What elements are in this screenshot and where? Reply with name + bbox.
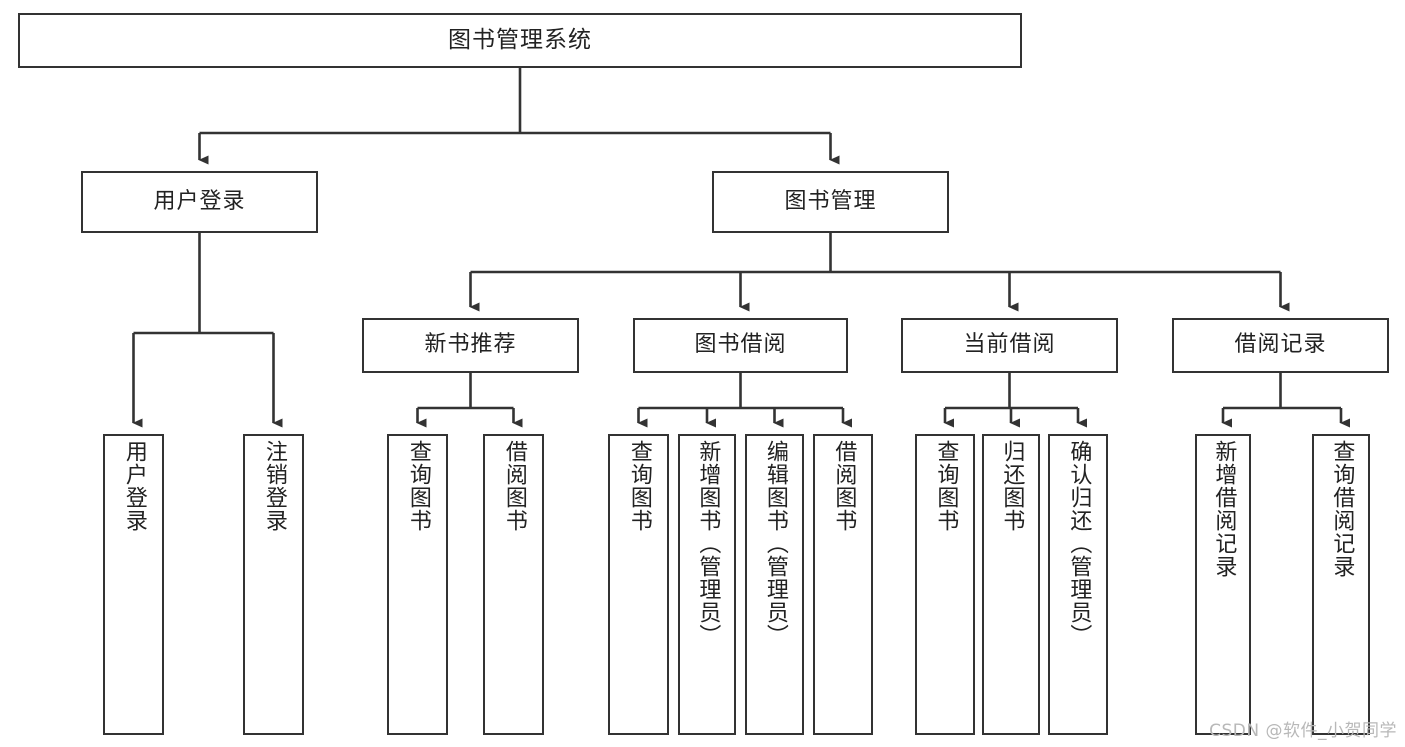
node-label: 用户登录 [153,188,246,214]
node-leaf-cur-3[interactable]: 确认归还（管理员） [1048,434,1108,735]
node-label: 查询图书 [933,440,959,532]
node-label: 查询图书 [626,440,652,532]
node-leaf-new-2[interactable]: 借阅图书 [483,434,544,735]
node-label: 图书管理系统 [448,26,592,53]
node-bookmgmt[interactable]: 图书管理 [712,171,949,233]
node-newbook[interactable]: 新书推荐 [362,318,579,373]
node-label: 借阅图书 [831,440,857,532]
node-label: 用户登录 [121,440,147,532]
node-label: 借阅记录 [1234,332,1327,358]
node-leaf-bor-4[interactable]: 借阅图书 [813,434,873,735]
node-login[interactable]: 用户登录 [81,171,318,233]
node-leaf-bor-3[interactable]: 编辑图书（管理员） [745,434,804,735]
node-label: 新书推荐 [424,332,517,358]
node-records[interactable]: 借阅记录 [1172,318,1389,373]
node-label: 借阅图书 [501,440,527,532]
node-label: 新增借阅记录 [1211,440,1237,578]
node-leaf-rec-1[interactable]: 新增借阅记录 [1195,434,1251,735]
node-leaf-rec-2[interactable]: 查询借阅记录 [1312,434,1370,735]
node-label: 当前借阅 [963,332,1056,358]
node-label: 归还图书 [999,440,1025,532]
node-label: 查询图书 [405,440,431,532]
node-leaf-bor-2[interactable]: 新增图书（管理员） [678,434,736,735]
node-leaf-login-2[interactable]: 注销登录 [243,434,304,735]
node-label: 确认归还（管理员） [1066,440,1092,647]
node-label: 查询借阅记录 [1329,440,1355,578]
node-leaf-bor-1[interactable]: 查询图书 [608,434,669,735]
node-label: 图书借阅 [694,332,787,358]
node-root[interactable]: 图书管理系统 [18,13,1022,68]
node-borrow[interactable]: 图书借阅 [633,318,848,373]
node-leaf-cur-1[interactable]: 查询图书 [915,434,975,735]
node-leaf-new-1[interactable]: 查询图书 [387,434,448,735]
node-label: 编辑图书（管理员） [762,440,788,647]
csdn-watermark: CSDN @软件_小贺同学 [1209,721,1397,741]
node-leaf-cur-2[interactable]: 归还图书 [982,434,1040,735]
node-leaf-login-1[interactable]: 用户登录 [103,434,164,735]
node-label: 图书管理 [784,188,877,214]
node-current[interactable]: 当前借阅 [901,318,1118,373]
node-label: 注销登录 [261,440,287,532]
node-label: 新增图书（管理员） [695,440,721,647]
